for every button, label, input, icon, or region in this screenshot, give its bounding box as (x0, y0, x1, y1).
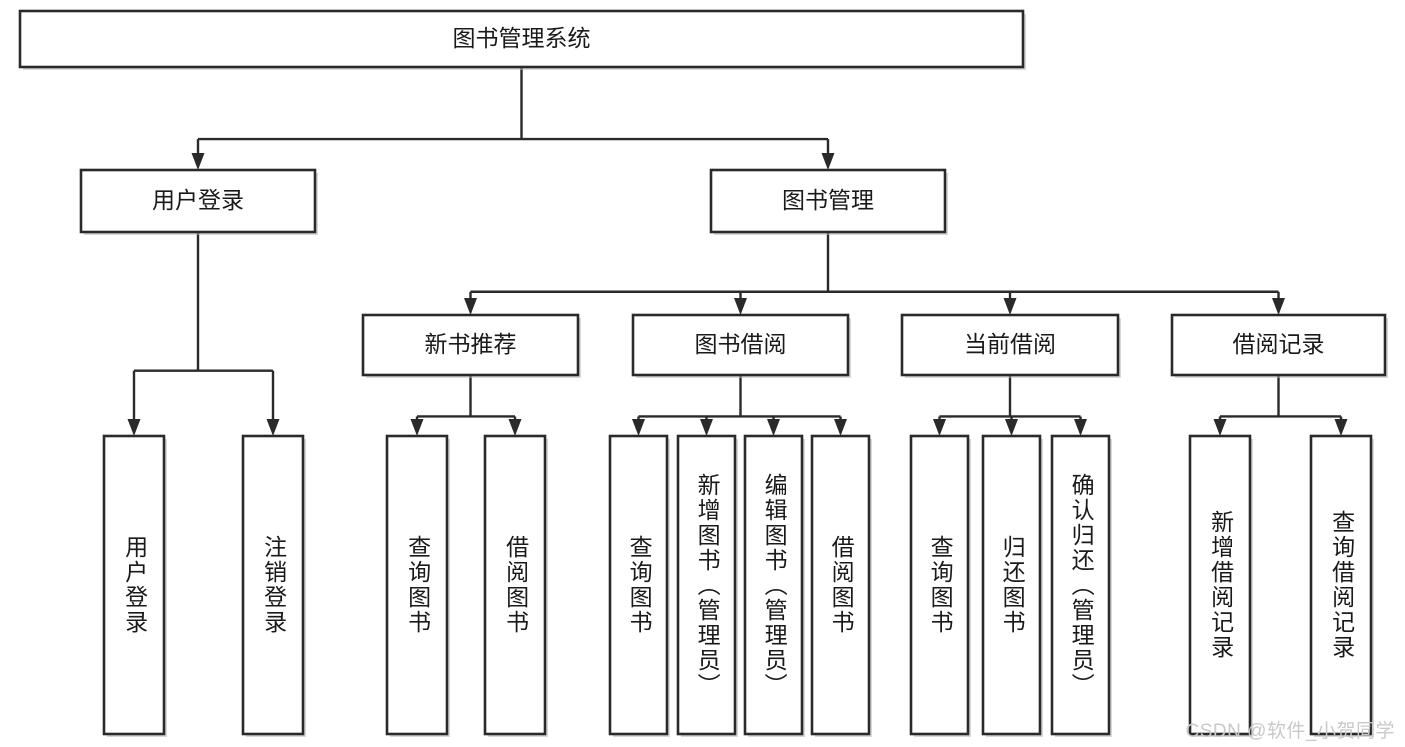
node-book-manage[interactable]: 图书管理 (709, 168, 948, 235)
node-leaf-add-book[interactable] (676, 434, 738, 737)
edge-group-borrow-record (1213, 375, 1348, 436)
node-borrow-record[interactable]: 借阅记录 (1170, 313, 1388, 378)
arrow-head-icon (1003, 298, 1017, 315)
arrow-head-icon (266, 419, 280, 436)
node-user-login-label: 用户登录 (152, 187, 244, 213)
arrow-head-icon (464, 298, 477, 315)
node-root-label: 图书管理系统 (453, 25, 591, 51)
node-leaf-query-book[interactable] (608, 434, 670, 737)
arrow-head-icon (700, 419, 713, 436)
arrow-head-icon (1334, 419, 1348, 436)
node-borrow-record-label: 借阅记录 (1233, 331, 1325, 357)
node-new-book-rec-label: 新书推荐 (425, 331, 517, 357)
arrow-head-icon (834, 419, 847, 436)
arrow-head-icon (410, 419, 424, 436)
node-user-login[interactable]: 用户登录 (79, 168, 318, 235)
node-leaf-query-book-cur[interactable] (909, 434, 971, 737)
arrow-head-icon (1074, 419, 1087, 436)
node-leaf-edit-book[interactable] (743, 434, 805, 737)
arrow-head-icon (734, 298, 747, 315)
arrow-head-icon (1272, 298, 1285, 315)
node-leaf-logout[interactable] (241, 434, 306, 737)
edge-group-root (191, 67, 835, 170)
arrow-head-icon (821, 153, 835, 170)
node-new-book-rec[interactable]: 新书推荐 (361, 313, 581, 378)
node-root: 图书管理系统 (18, 9, 1026, 70)
node-book-manage-label: 图书管理 (782, 187, 874, 213)
edge-group-new-book-rec (410, 375, 522, 436)
arrow-head-icon (508, 419, 522, 436)
arrow-head-icon (1005, 419, 1018, 436)
edge-group-book-manage (464, 232, 1285, 315)
node-book-borrow-label: 图书借阅 (695, 331, 787, 357)
connector-layer (127, 67, 1348, 436)
node-leaf-user-login[interactable] (102, 434, 167, 737)
arrow-head-icon (632, 419, 645, 436)
node-leaf-query-book-rec[interactable] (385, 434, 450, 737)
arrow-head-icon (191, 153, 205, 170)
node-leaf-return-book[interactable] (981, 434, 1043, 737)
arrow-head-icon (933, 419, 946, 436)
arrow-head-icon (767, 419, 780, 436)
edge-group-current-borrow (933, 375, 1087, 436)
node-leaf-borrow-book[interactable] (810, 434, 872, 737)
node-book-borrow[interactable]: 图书借阅 (631, 313, 851, 378)
node-current-borrow-label: 当前借阅 (964, 331, 1056, 357)
node-leaf-borrow-book-rec[interactable] (483, 434, 548, 737)
node-leaf-query-record[interactable] (1309, 434, 1374, 737)
node-leaf-confirm-return[interactable] (1050, 434, 1112, 737)
arrow-head-icon (1213, 419, 1227, 436)
node-leaf-add-record[interactable] (1188, 434, 1253, 737)
node-current-borrow[interactable]: 当前借阅 (900, 313, 1121, 378)
edge-group-book-borrow (632, 375, 847, 436)
arrow-head-icon (127, 419, 141, 436)
edge-group-user-login (127, 232, 280, 436)
